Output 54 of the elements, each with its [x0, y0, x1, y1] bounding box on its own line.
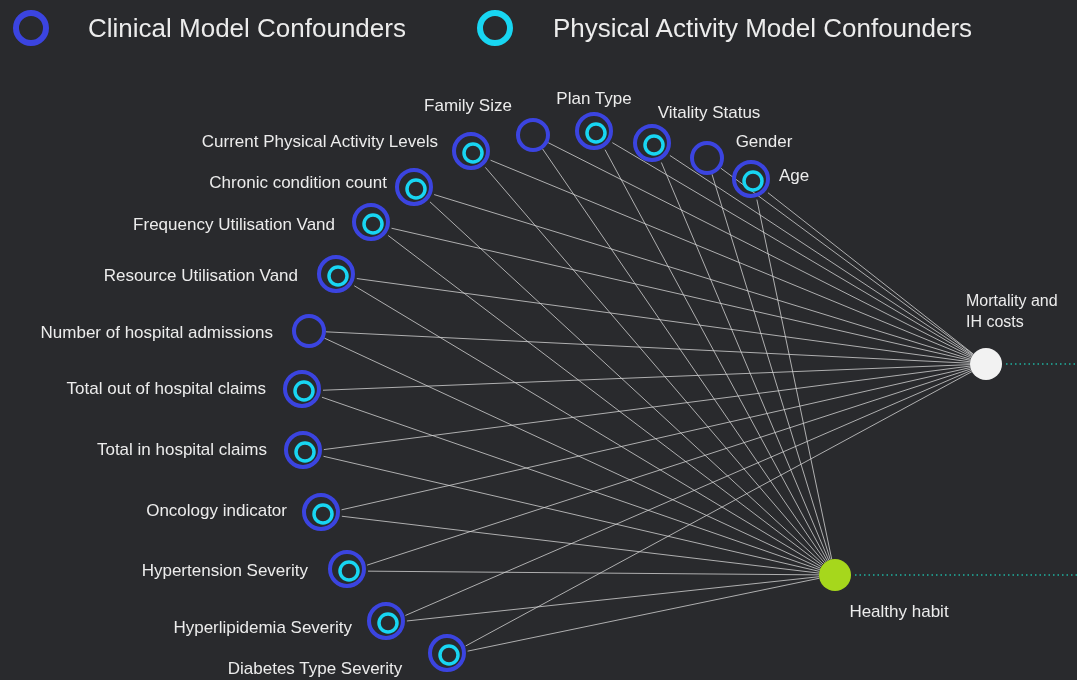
connector-line — [711, 173, 831, 561]
connector-line — [321, 396, 821, 571]
node-label: Age — [779, 164, 810, 186]
dotted-line — [854, 574, 1077, 576]
node-label: Total in hospital claims — [96, 438, 267, 460]
connector-line — [669, 155, 974, 356]
node-label: Resource Utilisation Vand — [103, 264, 298, 286]
node-label: Family Size — [424, 94, 512, 116]
connector-line — [660, 162, 830, 561]
node-label: Healthy habit — [849, 600, 949, 622]
connector-line — [767, 192, 974, 355]
node-label: Plan Type — [556, 87, 632, 109]
legend-label: Physical Activity Model Confounders — [553, 13, 973, 43]
node-label: Hypertension Severity — [141, 559, 308, 581]
connector-line — [465, 371, 973, 647]
connector-line — [467, 577, 820, 652]
node-label: Vitality Status — [657, 101, 761, 123]
node-label: Frequency Utilisation Vand — [133, 213, 335, 235]
legend-label: Clinical Model Confounders — [88, 13, 406, 43]
connector-line — [429, 201, 824, 565]
connector-line — [323, 365, 971, 450]
connector-line — [484, 166, 826, 564]
node-label: Total out of hospital claims — [66, 377, 266, 399]
connector-line — [323, 337, 821, 569]
node-label: Diabetes Type Severity — [227, 657, 403, 679]
connector-line — [756, 199, 833, 560]
node-label: Hyperlipidemia Severity — [173, 616, 352, 638]
connector-line — [547, 142, 973, 358]
connector-line — [322, 364, 971, 391]
connector-line — [325, 331, 971, 364]
connector-line — [341, 515, 820, 574]
node-label: Number of hospital admissions — [40, 321, 273, 343]
connector-line — [542, 148, 827, 563]
node-label: Oncology indicator — [146, 499, 287, 521]
connector-line — [353, 285, 822, 568]
connector-line — [604, 149, 828, 562]
connector-line — [406, 576, 820, 622]
connector-line — [356, 278, 971, 363]
connector-line — [405, 369, 972, 616]
connector-line — [323, 455, 820, 572]
dotted-line — [1005, 363, 1077, 365]
connector-line — [391, 227, 971, 361]
connector-line — [490, 159, 972, 359]
node-label: Gender — [735, 130, 793, 152]
connector-line — [367, 570, 820, 576]
node-label: Mortality and IH costs — [966, 291, 1059, 332]
connector-line — [341, 367, 971, 511]
connector-line — [387, 235, 823, 566]
connector-line — [433, 194, 972, 360]
connector-line — [611, 142, 973, 357]
node-label: Chronic condition count — [209, 171, 387, 193]
connector-line — [720, 167, 974, 355]
node-label: Current Physical Activity Levels — [201, 130, 438, 152]
connector-line — [366, 368, 972, 566]
